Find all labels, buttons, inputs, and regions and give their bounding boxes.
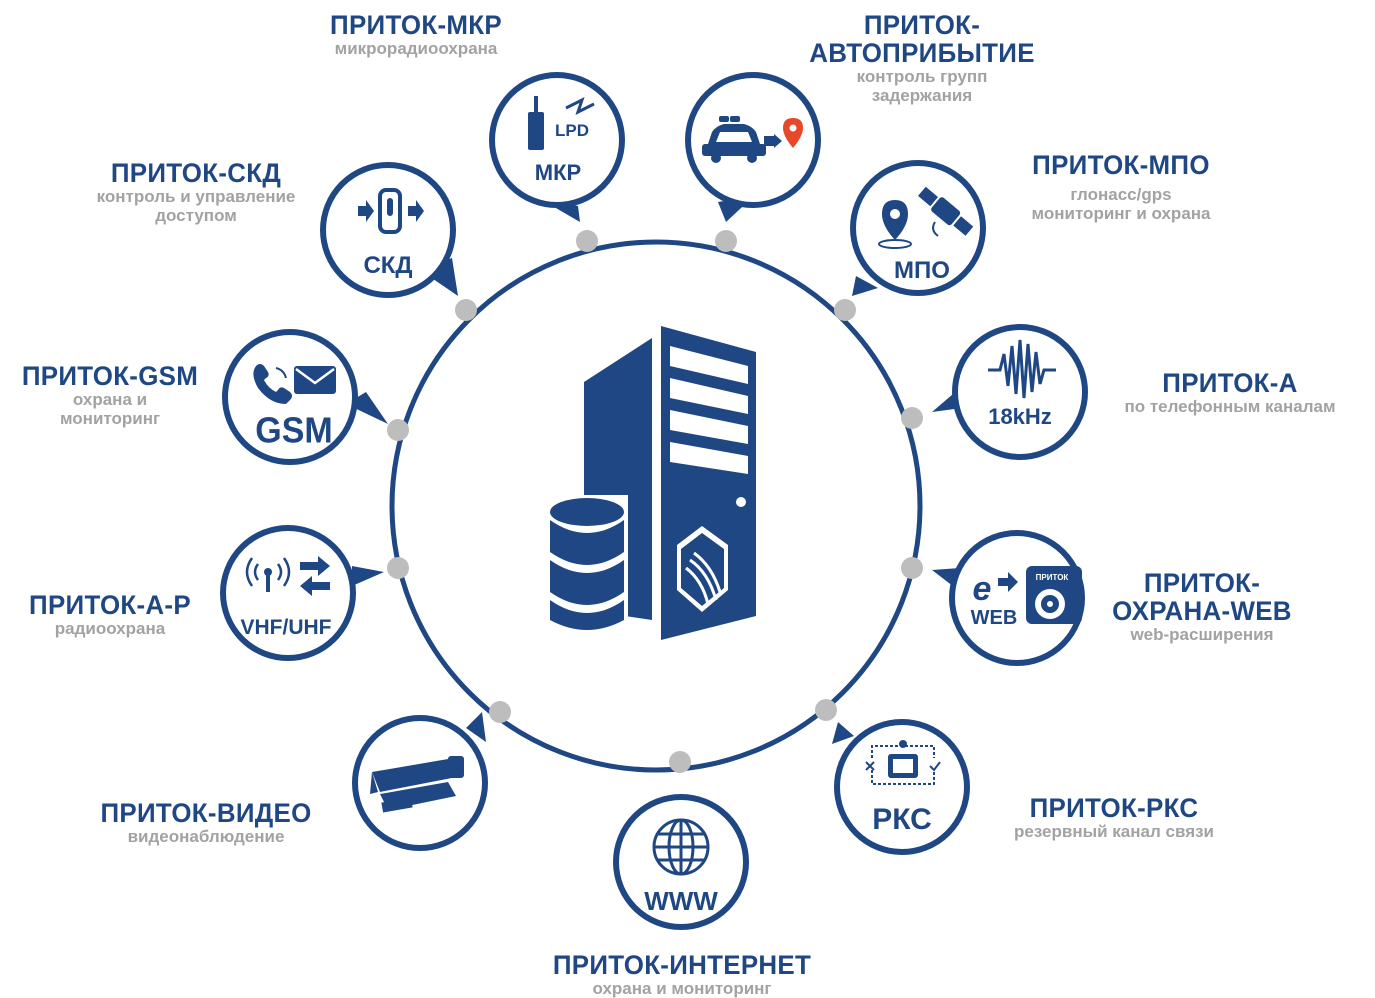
a-icon-label: 18kHz — [988, 404, 1052, 429]
location-pin-icon — [783, 118, 803, 148]
subtitle-mpo-2: мониторинг и охрана — [1031, 204, 1211, 223]
subtitle-mpo-1: глонасс/gps — [1070, 185, 1172, 204]
label-a: ПРИТОК-А по телефонным каналам — [1090, 369, 1370, 416]
title-avto-1: ПРИТОК- — [863, 10, 981, 40]
title-web-1: ПРИТОК- — [1143, 568, 1261, 598]
ring-nodes — [387, 230, 923, 773]
phone-mail-icon: GSM — [253, 364, 336, 451]
bubble-mpo — [850, 160, 986, 296]
rks-icon-label: РКС — [872, 803, 932, 836]
title-rks: ПРИТОК-РКС — [1029, 793, 1199, 823]
label-mkr: ПРИТОК-МКР микрорадиоохрана — [296, 11, 536, 58]
node-ap — [387, 557, 409, 579]
bubble-a — [932, 324, 1088, 460]
police-car-icon — [702, 116, 803, 163]
label-ap: ПРИТОК-А-Р радиоохрана — [10, 591, 210, 638]
cctv-camera-icon — [370, 756, 464, 813]
reserve-channel-icon: РКС — [865, 740, 941, 836]
node-skd — [455, 299, 477, 321]
node-avto — [715, 230, 737, 252]
label-mpo: ПРИТОК-МПО глонасс/gps мониторинг и охра… — [1000, 151, 1242, 223]
skd-icon-label: СКД — [363, 252, 412, 279]
title-gsm: ПРИТОК-GSM — [21, 361, 199, 391]
label-skd: ПРИТОК-СКД контроль и управление доступо… — [66, 159, 326, 225]
subtitle-a: по телефонным каналам — [1124, 397, 1336, 416]
title-mpo: ПРИТОК-МПО — [1032, 150, 1210, 180]
browser-icon: e ПРИТОК WEB — [971, 566, 1082, 629]
bubble-mkr — [489, 72, 625, 222]
subtitle-rks: резервный канал связи — [1013, 822, 1215, 841]
label-avto: ПРИТОК- АВТОПРИБЫТИЕ контроль групп заде… — [790, 11, 1054, 105]
gsm-icon-label: GSM — [255, 411, 332, 451]
radio-transmitter-icon: LPD МКР — [528, 96, 595, 185]
antenna-icon: VHF/UHF — [241, 556, 332, 639]
database-icon — [546, 495, 628, 635]
server-database-icon — [546, 326, 756, 640]
satellite-icon: МПО — [878, 186, 974, 284]
subtitle-mkr: микрорадиоохрана — [334, 39, 498, 58]
node-a — [901, 407, 923, 429]
ap-icon-label: VHF/UHF — [241, 616, 332, 639]
node-web — [901, 557, 923, 579]
title-skd: ПРИТОК-СКД — [110, 158, 282, 188]
web-icon-label: WEB — [971, 607, 1018, 629]
label-web: ПРИТОК- ОХРАНА-WEB web-расширения — [1092, 569, 1312, 644]
web-icon-brand: ПРИТОК — [1036, 573, 1069, 582]
title-a: ПРИТОК-А — [1162, 368, 1298, 398]
node-mkr — [576, 230, 598, 252]
subtitle-gsm-1: охрана и — [72, 390, 148, 409]
title-web-2: ОХРАНА-WEB — [1112, 596, 1292, 626]
subtitle-web: web-расширения — [1130, 625, 1274, 644]
node-video — [489, 701, 511, 723]
signal-wave-icon: 18kHz — [988, 339, 1056, 429]
label-video: ПРИТОК-ВИДЕО видеонаблюдение — [76, 799, 336, 846]
subtitle-avto-1: контроль групп — [856, 67, 988, 86]
title-mkr: ПРИТОК-МКР — [330, 10, 502, 40]
node-mpo — [834, 299, 856, 321]
door-access-icon: СКД — [358, 188, 424, 279]
node-rks — [815, 699, 837, 721]
node-gsm — [387, 419, 409, 441]
subtitle-skd-2: доступом — [155, 206, 237, 225]
title-ap: ПРИТОК-А-Р — [29, 590, 191, 620]
mkr-icon-lpd: LPD — [555, 121, 589, 140]
title-inet: ПРИТОК-ИНТЕРНЕТ — [552, 950, 812, 980]
subtitle-ap: радиоохрана — [54, 619, 166, 638]
label-inet: ПРИТОК-ИНТЕРНЕТ охрана и мониторинг — [520, 951, 844, 998]
globe-icon: WWW — [644, 818, 718, 916]
mpo-icon-label: МПО — [894, 257, 950, 284]
web-icon-e: e — [973, 570, 992, 608]
main-ring — [389, 239, 923, 773]
subtitle-avto-2: задержания — [871, 86, 973, 105]
subtitle-inet: охрана и мониторинг — [592, 979, 772, 998]
subtitle-skd-1: контроль и управление — [96, 187, 296, 206]
inet-icon-label: WWW — [644, 886, 718, 916]
label-rks: ПРИТОК-РКС резервный канал связи — [980, 794, 1248, 841]
subtitle-gsm-2: мониторинг — [59, 409, 161, 428]
mkr-icon-label: МКР — [535, 160, 581, 185]
subtitle-video: видеонаблюдение — [127, 827, 285, 846]
title-video: ПРИТОК-ВИДЕО — [100, 798, 312, 828]
title-avto-2: АВТОПРИБЫТИЕ — [809, 38, 1035, 68]
node-inet — [669, 751, 691, 773]
label-gsm: ПРИТОК-GSM охрана и мониторинг — [4, 362, 216, 428]
